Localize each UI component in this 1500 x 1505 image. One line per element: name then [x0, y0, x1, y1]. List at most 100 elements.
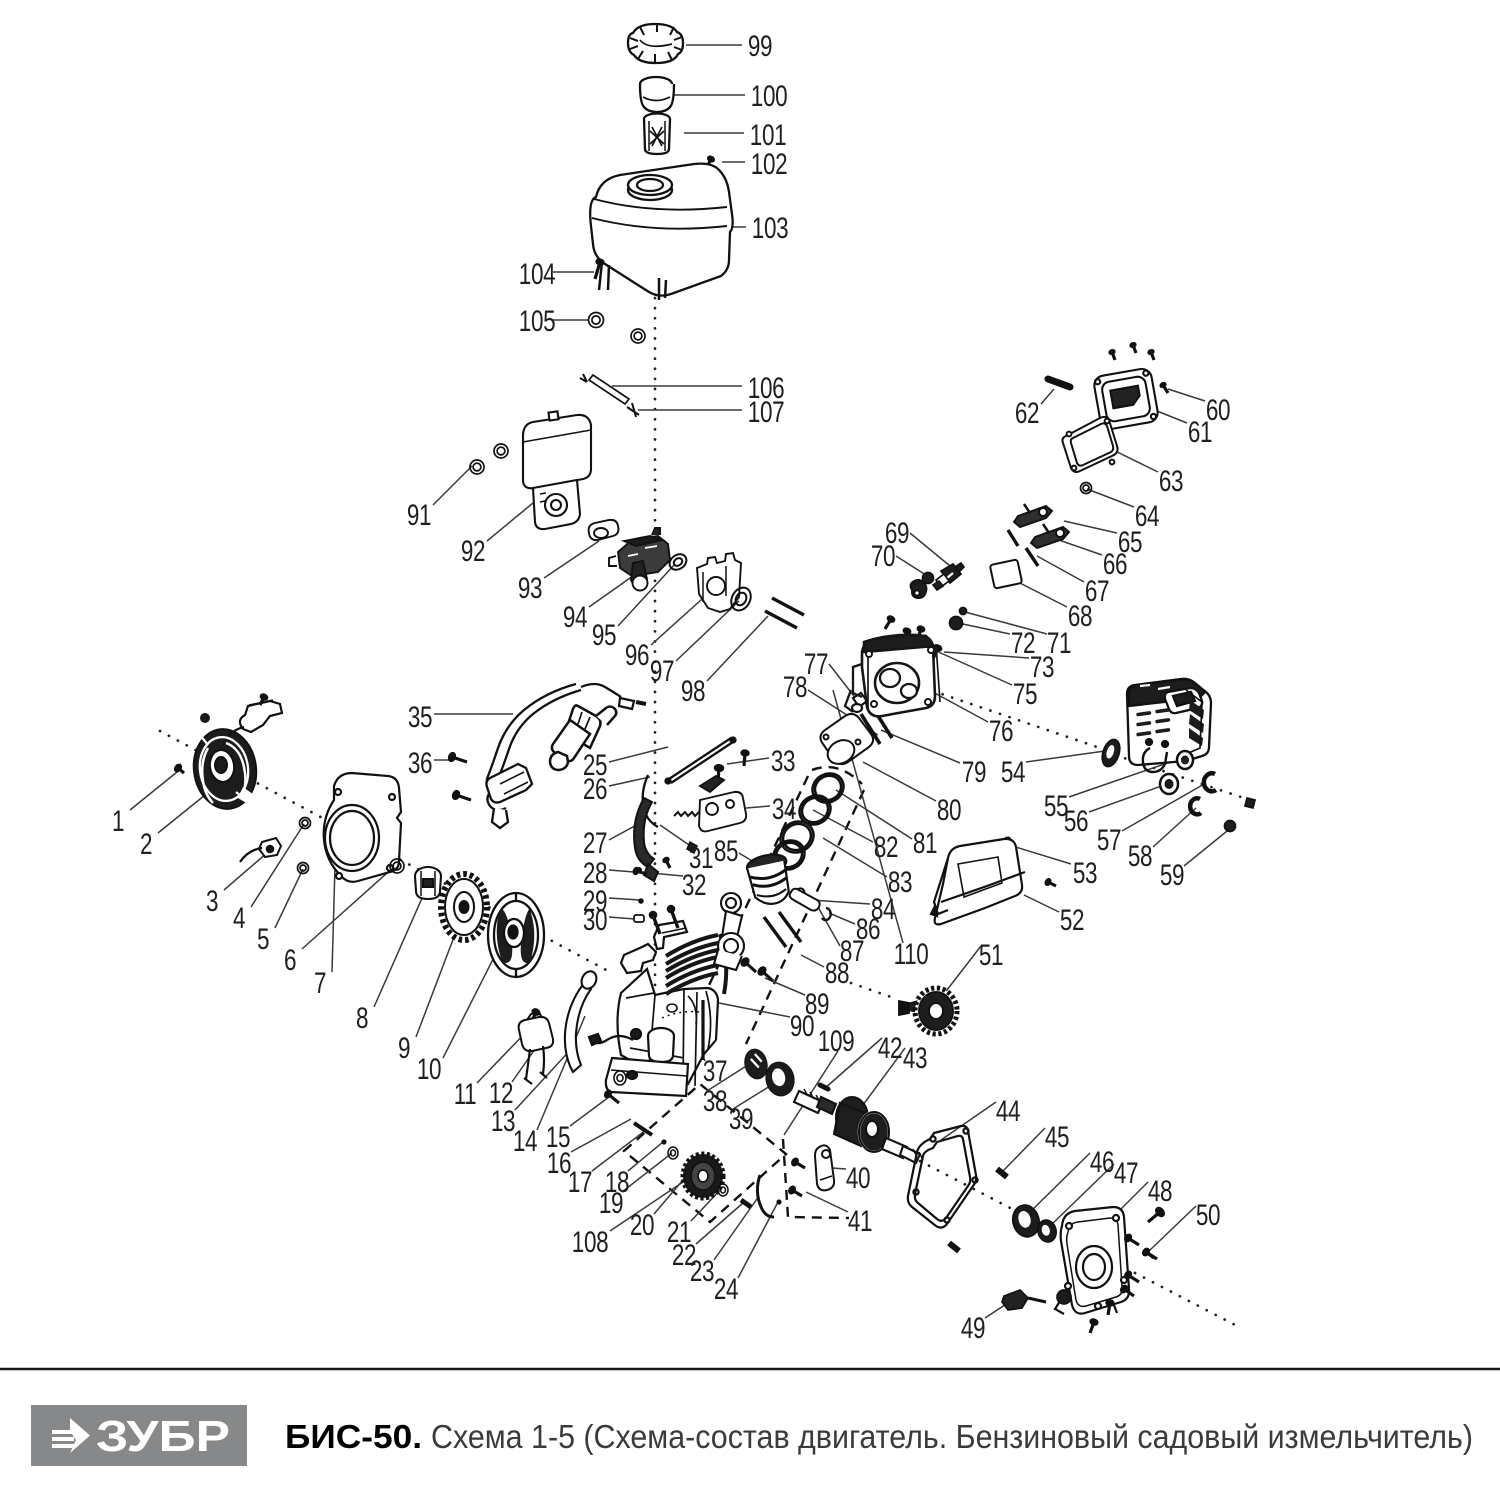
svg-text:11: 11 — [454, 1077, 477, 1111]
svg-text:45: 45 — [1045, 1120, 1069, 1154]
svg-text:88: 88 — [825, 956, 849, 990]
svg-text:7: 7 — [314, 966, 326, 1000]
svg-text:85: 85 — [714, 834, 738, 868]
svg-text:5: 5 — [257, 922, 269, 956]
svg-text:26: 26 — [583, 772, 607, 806]
svg-text:2: 2 — [140, 827, 152, 861]
svg-text:64: 64 — [1135, 499, 1159, 533]
svg-text:72: 72 — [1011, 626, 1035, 660]
svg-text:76: 76 — [989, 714, 1013, 748]
svg-text:70: 70 — [871, 539, 895, 573]
svg-text:24: 24 — [714, 1272, 738, 1306]
svg-text:9: 9 — [398, 1031, 410, 1065]
svg-text:90: 90 — [790, 1009, 814, 1043]
svg-text:108: 108 — [572, 1225, 608, 1259]
svg-text:53: 53 — [1073, 856, 1097, 890]
svg-text:110: 110 — [894, 937, 929, 971]
svg-text:98: 98 — [681, 674, 705, 708]
svg-text:86: 86 — [856, 912, 880, 946]
svg-text:6: 6 — [284, 943, 296, 977]
svg-text:ЗУБР: ЗУБР — [96, 1412, 230, 1461]
svg-text:3: 3 — [206, 884, 218, 918]
svg-text:96: 96 — [625, 638, 649, 672]
svg-text:10: 10 — [417, 1052, 441, 1086]
svg-text:63: 63 — [1159, 464, 1183, 498]
svg-text:43: 43 — [903, 1041, 927, 1075]
svg-text:67: 67 — [1085, 574, 1109, 608]
svg-text:71: 71 — [1047, 626, 1071, 660]
svg-text:8: 8 — [356, 1001, 368, 1035]
svg-text:15: 15 — [546, 1120, 570, 1154]
svg-text:68: 68 — [1068, 599, 1092, 633]
svg-text:41: 41 — [848, 1204, 872, 1238]
svg-text:104: 104 — [519, 257, 555, 291]
svg-text:33: 33 — [771, 744, 795, 778]
svg-text:47: 47 — [1114, 1156, 1138, 1190]
svg-text:19: 19 — [599, 1186, 623, 1220]
svg-text:99: 99 — [748, 29, 772, 63]
svg-text:52: 52 — [1060, 903, 1084, 937]
svg-text:103: 103 — [752, 211, 788, 245]
svg-text:73: 73 — [1030, 650, 1054, 684]
svg-text:37: 37 — [703, 1054, 727, 1088]
svg-text:77: 77 — [804, 647, 828, 681]
svg-text:39: 39 — [729, 1102, 753, 1136]
svg-text:55: 55 — [1044, 789, 1068, 823]
svg-text:109: 109 — [818, 1024, 854, 1058]
svg-text:57: 57 — [1097, 823, 1121, 857]
svg-text:78: 78 — [783, 670, 807, 704]
svg-text:50: 50 — [1196, 1198, 1220, 1232]
svg-text:27: 27 — [583, 826, 607, 860]
svg-text:61: 61 — [1188, 415, 1212, 449]
svg-text:34: 34 — [772, 792, 796, 826]
svg-text:65: 65 — [1118, 525, 1142, 559]
svg-text:25: 25 — [583, 748, 607, 782]
svg-text:105: 105 — [519, 304, 555, 338]
svg-text:62: 62 — [1015, 396, 1039, 430]
svg-text:44: 44 — [996, 1094, 1020, 1128]
svg-text:75: 75 — [1013, 677, 1037, 711]
svg-text:79: 79 — [962, 755, 986, 789]
svg-text:93: 93 — [518, 571, 542, 605]
svg-text:97: 97 — [650, 654, 674, 688]
svg-text:56: 56 — [1064, 804, 1088, 838]
svg-text:82: 82 — [874, 830, 898, 864]
svg-text:60: 60 — [1206, 393, 1230, 427]
svg-text:84: 84 — [871, 892, 895, 926]
svg-text:16: 16 — [547, 1146, 571, 1180]
svg-text:36: 36 — [408, 746, 432, 780]
svg-text:51: 51 — [979, 938, 1003, 972]
svg-text:1: 1 — [112, 804, 124, 838]
svg-text:14: 14 — [513, 1124, 537, 1158]
svg-text:29: 29 — [583, 884, 607, 918]
svg-text:54: 54 — [1001, 755, 1025, 789]
svg-text:18: 18 — [605, 1165, 629, 1199]
svg-text:13: 13 — [491, 1104, 515, 1138]
svg-text:Схема 1-5 (Схема-состав двигат: Схема 1-5 (Схема-состав двигатель. Бензи… — [431, 1418, 1473, 1455]
svg-text:31: 31 — [689, 841, 713, 875]
svg-text:100: 100 — [751, 79, 787, 113]
svg-text:80: 80 — [937, 793, 961, 827]
svg-text:92: 92 — [461, 534, 485, 568]
svg-text:66: 66 — [1103, 547, 1127, 581]
svg-text:46: 46 — [1090, 1145, 1114, 1179]
svg-text:87: 87 — [840, 934, 864, 968]
svg-text:49: 49 — [961, 1311, 985, 1345]
svg-text:106: 106 — [748, 371, 784, 405]
svg-text:17: 17 — [568, 1165, 592, 1199]
svg-text:35: 35 — [408, 700, 432, 734]
svg-text:81: 81 — [913, 826, 937, 860]
svg-text:22: 22 — [672, 1238, 696, 1272]
svg-text:20: 20 — [630, 1208, 654, 1242]
svg-text:21: 21 — [667, 1215, 691, 1249]
svg-text:89: 89 — [805, 987, 829, 1021]
svg-text:58: 58 — [1128, 839, 1152, 873]
svg-text:102: 102 — [751, 147, 787, 181]
svg-text:59: 59 — [1160, 858, 1184, 892]
svg-text:40: 40 — [846, 1161, 870, 1195]
svg-text:101: 101 — [750, 118, 786, 152]
svg-text:БИС-50.: БИС-50. — [285, 1418, 422, 1455]
svg-text:30: 30 — [583, 903, 607, 937]
svg-text:48: 48 — [1148, 1174, 1172, 1208]
svg-text:94: 94 — [563, 600, 587, 634]
